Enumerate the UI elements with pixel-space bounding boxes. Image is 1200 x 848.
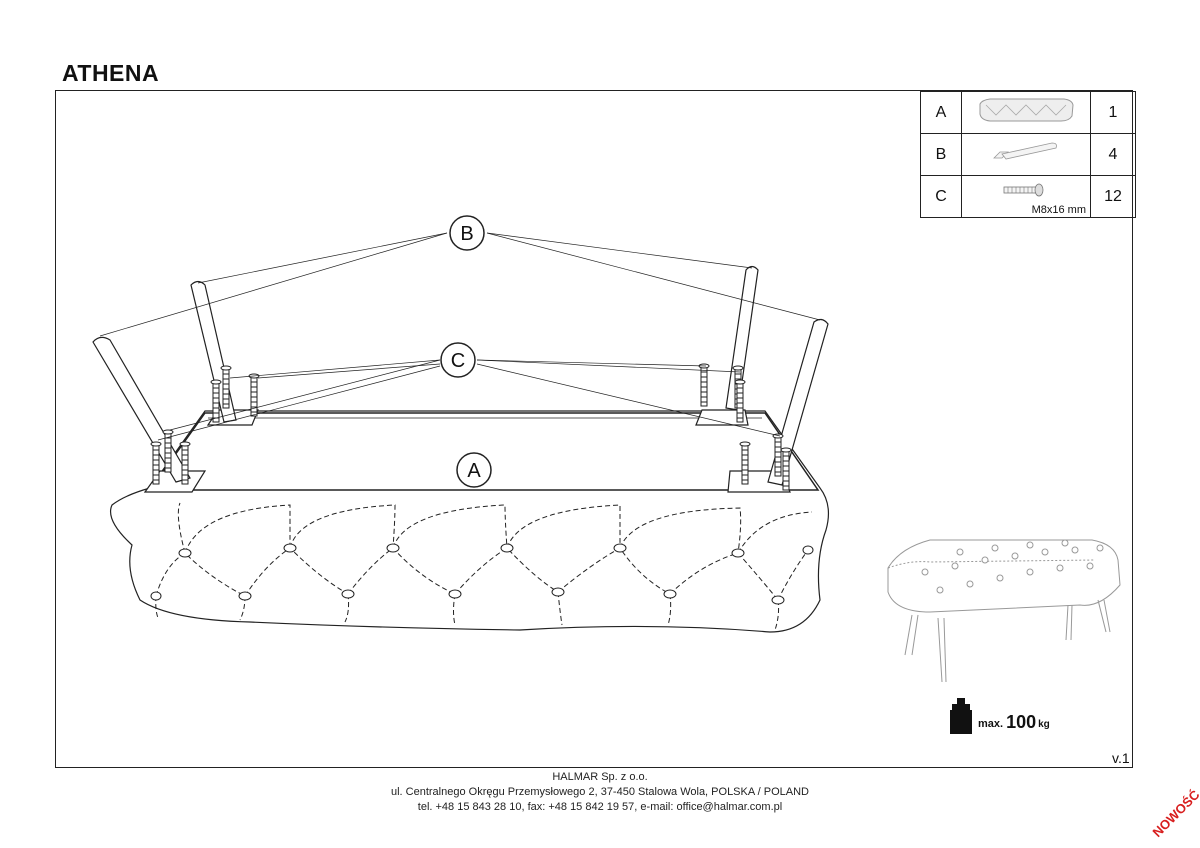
part-letter: B (920, 133, 962, 176)
footer-company: HALMAR Sp. z o.o. (552, 771, 648, 783)
parts-row: C M8x16 mm 12 (920, 175, 1136, 218)
footer-contact: tel. +48 15 843 28 10, fax: +48 15 842 1… (417, 801, 783, 813)
bench-underside (148, 412, 820, 491)
bench-top-icon (979, 98, 1074, 122)
part-letter: A (920, 91, 962, 134)
max-load: max. 100 kg (950, 698, 1050, 734)
bench-body (110, 410, 830, 633)
callout-a: A (467, 460, 481, 482)
parts-row: A 1 (920, 91, 1136, 134)
document-title: ATHENA (62, 60, 160, 86)
part-qty: 1 (1090, 91, 1136, 134)
screws (150, 363, 792, 491)
drawing-frame (55, 90, 1133, 768)
callout-c: C (451, 350, 465, 372)
callout-b: B (460, 223, 473, 245)
mount-plate (695, 409, 749, 426)
weight-icon (950, 698, 972, 734)
leg-icon (993, 142, 1057, 160)
footer: HALMAR Sp. z o.o. ul. Centralnego Okręgu… (0, 770, 1200, 815)
product-preview (887, 539, 1121, 683)
footer-address: ul. Centralnego Okręgu Przemysłowego 2, … (390, 786, 809, 798)
max-load-unit: kg (1038, 719, 1050, 730)
version-label: v.1 (1112, 750, 1130, 766)
part-qty: 12 (1090, 175, 1136, 218)
screw-icon (1003, 183, 1044, 196)
parts-row: B 4 (920, 133, 1136, 176)
screw-spec: M8x16 mm (1031, 204, 1086, 216)
max-load-label: max. (978, 718, 1004, 730)
part-letter: C (920, 175, 962, 218)
parts-table: A 1 B 4 C M8x16 mm 12 (920, 91, 1136, 218)
part-qty: 4 (1090, 133, 1136, 176)
leg (767, 318, 829, 486)
max-load-value: 100 (1006, 712, 1037, 732)
leg (92, 336, 191, 483)
